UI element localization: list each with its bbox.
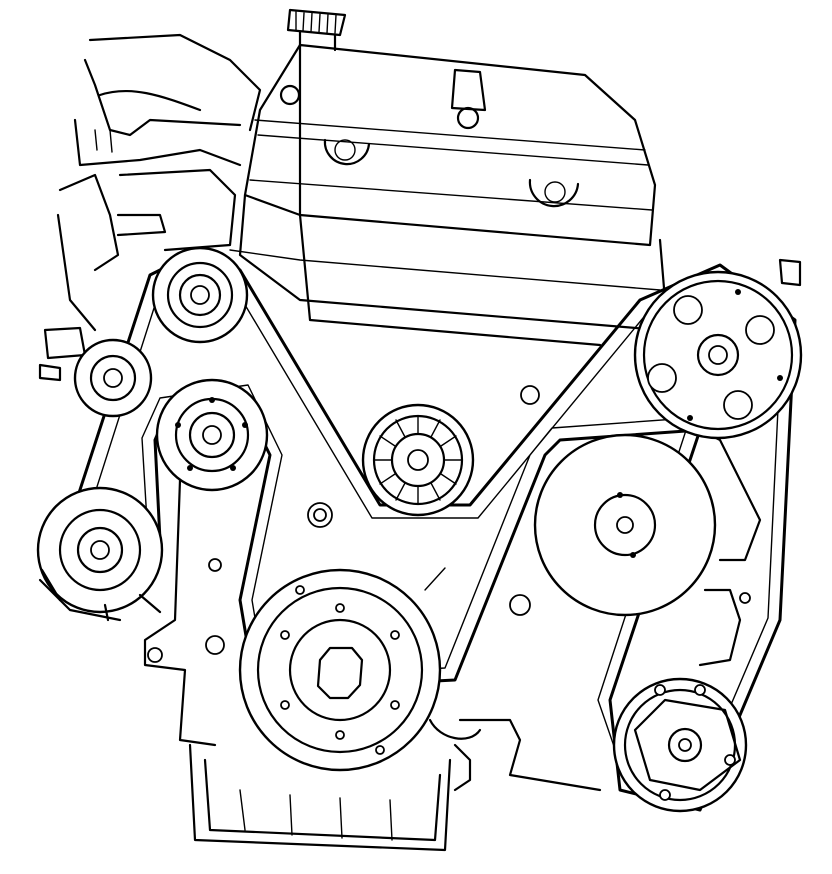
idler-pulley-middle	[155, 378, 269, 492]
ac-compressor-pulley	[612, 677, 748, 813]
crankshaft-pulley	[238, 568, 442, 772]
tensioner-pulley	[73, 338, 153, 418]
fan-pulley	[633, 270, 803, 440]
water-pump-pulley	[361, 403, 475, 517]
alternator-pulley	[533, 433, 717, 617]
power-steering-pump-pulley	[36, 486, 164, 622]
idler-pulley-upper	[151, 246, 249, 344]
engine-block	[38, 8, 802, 852]
